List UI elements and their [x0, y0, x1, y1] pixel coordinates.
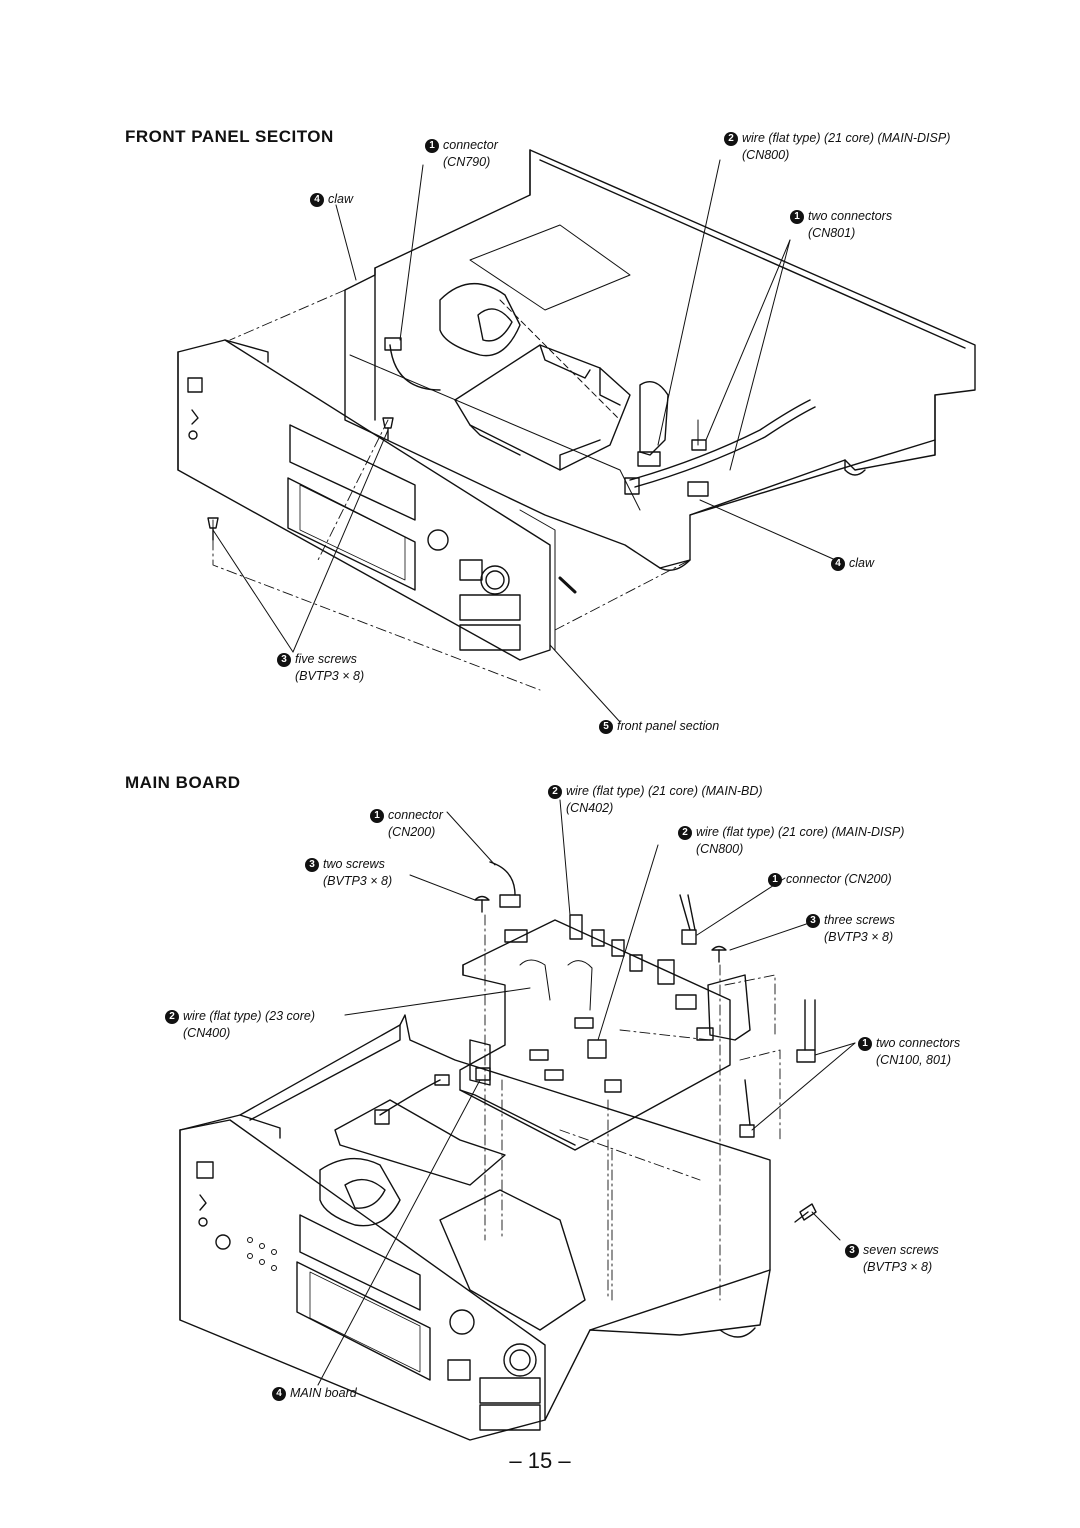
badge-3-icon: 3 — [277, 653, 291, 667]
badge-1-icon: 1 — [790, 210, 804, 224]
sub-board — [489, 861, 816, 1138]
main-front-panel — [179, 1119, 546, 1431]
badge-4-icon: 4 — [272, 1387, 286, 1401]
badge-1-icon: 1 — [425, 139, 439, 153]
badge-3-icon: 3 — [806, 914, 820, 928]
badge-3-icon: 3 — [305, 858, 319, 872]
front-screws — [207, 417, 394, 541]
main-board-pcb — [459, 914, 731, 1151]
main-screws — [474, 895, 817, 1223]
front-panel-chassis — [344, 149, 976, 571]
badge-1-icon: 1 — [858, 1037, 872, 1051]
badge-3-icon: 3 — [845, 1244, 859, 1258]
badge-4-icon: 4 — [831, 557, 845, 571]
badge-2-icon: 2 — [548, 785, 562, 799]
badge-1-icon: 1 — [370, 809, 384, 823]
motor — [439, 282, 521, 357]
badge-5-icon: 5 — [599, 720, 613, 734]
badge-1-icon: 1 — [768, 873, 782, 887]
front-panel-section-title: FRONT PANEL SECITON — [125, 127, 334, 146]
main-chassis — [179, 1014, 771, 1441]
front-assembly-lines — [212, 289, 691, 691]
badge-2-icon: 2 — [724, 132, 738, 146]
cd-mechanism — [454, 344, 631, 471]
main-board-section-title: MAIN BOARD — [125, 773, 241, 792]
front-leader-lines — [212, 159, 841, 723]
page-number: – 15 – — [509, 1448, 571, 1473]
main-motor-and-mechanism — [319, 1074, 586, 1331]
main-assembly-lines — [484, 914, 781, 1301]
badge-2-icon: 2 — [165, 1010, 179, 1024]
badge-2-icon: 2 — [678, 826, 692, 840]
main-leader-lines — [317, 799, 856, 1386]
front-wires — [384, 337, 816, 497]
front-panel — [177, 339, 577, 661]
badge-4-icon: 4 — [310, 193, 324, 207]
